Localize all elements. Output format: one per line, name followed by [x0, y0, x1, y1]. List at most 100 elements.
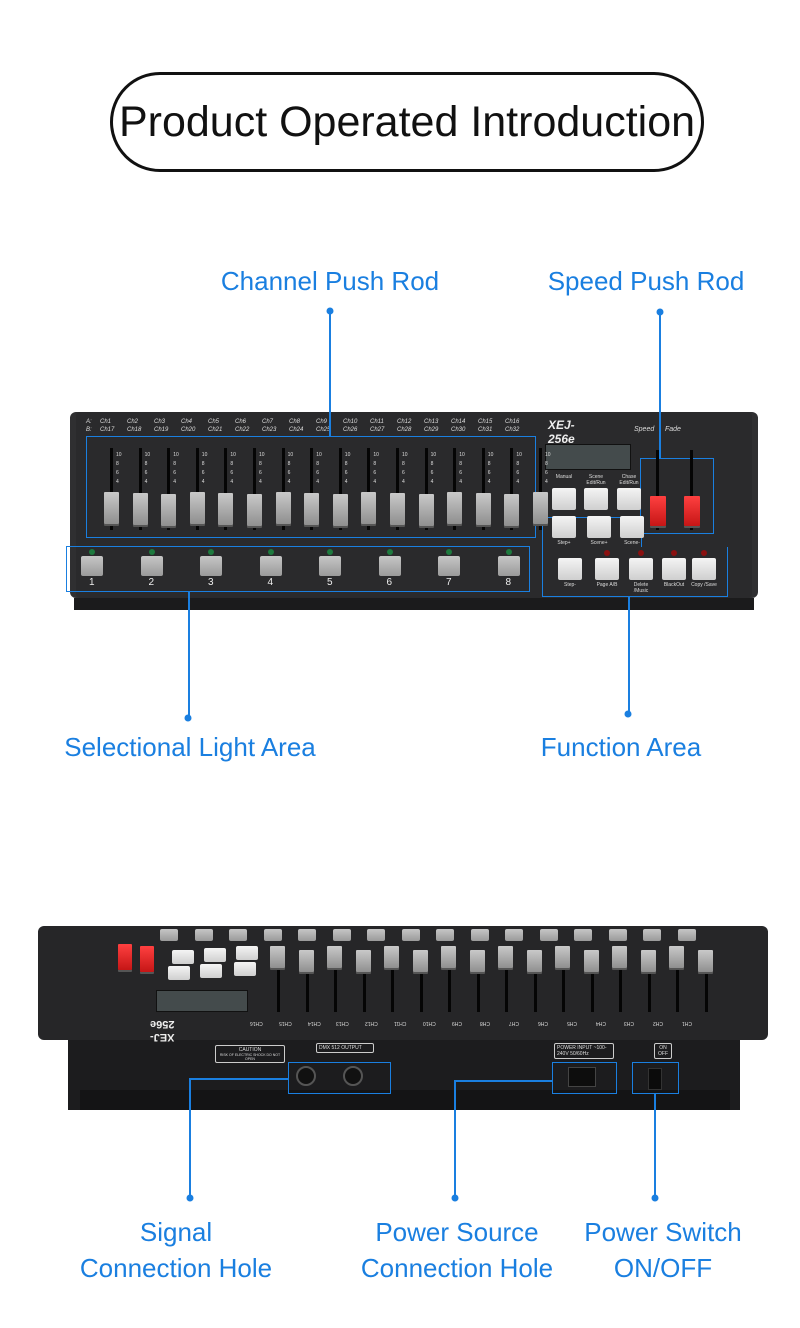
function-label-step-minus: Step- — [564, 582, 576, 588]
function-button-delete[interactable] — [629, 558, 653, 580]
fader-scale-mark: 8 — [459, 461, 462, 467]
fader-scale-mark: 6 — [259, 470, 262, 476]
function-label-scene-edit: Scene Edit/Run — [586, 474, 606, 486]
back-bank-button — [160, 929, 178, 941]
fader-slot — [281, 448, 285, 530]
function-button-step-minus[interactable] — [558, 558, 582, 580]
fader-slot — [396, 448, 399, 530]
channel-fader-knob[interactable] — [332, 494, 348, 526]
back-device-top-plate — [38, 926, 768, 1040]
channel-fader-knob[interactable] — [533, 492, 548, 524]
power-switch[interactable] — [648, 1068, 662, 1090]
channel-fader-knob[interactable] — [390, 493, 405, 525]
label-speed-push-rod: Speed Push Rod — [547, 266, 745, 296]
bank-button-6[interactable] — [378, 556, 401, 576]
fader-slot — [367, 448, 371, 530]
page-title: Product Operated Introduction — [110, 72, 704, 172]
fader-scale-mark: 10 — [259, 452, 265, 458]
fader-scale-mark: 4 — [316, 479, 319, 485]
channel-fader-knob[interactable] — [447, 492, 463, 524]
channel-fader-knob[interactable] — [218, 493, 234, 525]
back-channel-label: CH13 — [336, 1020, 350, 1026]
fade-fader-knob[interactable] — [684, 496, 700, 526]
fader-scale-mark: 10 — [116, 452, 122, 458]
on-label: ON — [659, 1045, 667, 1051]
fader-slot — [138, 448, 142, 530]
fader-slot — [195, 448, 199, 530]
back-bank-button — [470, 929, 489, 941]
bank-button-2[interactable] — [140, 556, 163, 576]
caution-subtitle: RISK OF ELECTRIC SHOCK DO NOT OPEN — [219, 1053, 281, 1061]
function-button-page[interactable] — [595, 558, 619, 580]
channel-label-a: Ch15 — [478, 419, 493, 425]
channel-fader-knob[interactable] — [132, 493, 148, 525]
fader-scale-mark: 10 — [402, 452, 408, 458]
back-bank-button — [608, 929, 627, 941]
fader-scale-mark: 8 — [116, 461, 119, 467]
back-channel-label: CH5 — [566, 1020, 577, 1026]
function-button-step-plus[interactable] — [552, 516, 576, 538]
back-channel-label: CH12 — [365, 1020, 378, 1026]
xlr-female-connector[interactable] — [343, 1066, 363, 1086]
fader-slot — [656, 450, 659, 530]
function-label-chase-edit: Chase Edit/Run — [619, 474, 639, 486]
function-area-box — [542, 547, 728, 597]
function-button-chase-edit[interactable] — [617, 488, 641, 510]
bank-button-label: 4 — [267, 577, 274, 588]
leader-line — [455, 1080, 552, 1082]
back-fader-knob — [270, 946, 285, 968]
back-bank-button — [401, 929, 420, 941]
back-fader-slot — [334, 968, 337, 1012]
leader-line — [454, 1080, 456, 1198]
channel-fader-knob[interactable] — [475, 493, 491, 525]
channel-label-b: Ch25 — [316, 427, 331, 433]
bank-led — [386, 549, 393, 555]
back-fader-knob — [640, 950, 656, 972]
channel-fader-knob[interactable] — [361, 492, 377, 524]
back-bank-button — [505, 929, 523, 941]
xlr-male-connector[interactable] — [296, 1066, 316, 1086]
channel-fader-knob[interactable] — [275, 492, 291, 524]
channel-fader-knob[interactable] — [161, 494, 177, 526]
bank-button-3[interactable] — [200, 556, 222, 576]
channel-fader-knob[interactable] — [247, 494, 262, 526]
speed-fader-knob[interactable] — [650, 496, 666, 526]
function-button-blackout[interactable] — [662, 558, 686, 580]
bank-led — [267, 549, 274, 555]
function-label-copy: Copy /Save — [691, 582, 717, 588]
back-fader-knob — [583, 950, 599, 972]
bank-led — [505, 549, 512, 555]
power-socket[interactable] — [568, 1067, 596, 1087]
channel-label-b: Ch29 — [424, 427, 439, 433]
fader-scale-mark: 8 — [516, 461, 520, 467]
channel-fader-knob[interactable] — [189, 492, 205, 524]
power-input-label: POWER INPUT ~100-240V 50/60Hz — [554, 1043, 614, 1059]
channel-fader-knob[interactable] — [304, 493, 320, 525]
fader-scale-mark: 8 — [173, 461, 176, 467]
bank-button-1[interactable] — [81, 556, 103, 576]
bank-button-7[interactable] — [438, 556, 460, 576]
function-button-copy[interactable] — [692, 558, 716, 580]
bank-button-8[interactable] — [497, 556, 520, 576]
channel-label-b: Ch27 — [370, 427, 385, 433]
channel-fader-knob[interactable] — [104, 492, 119, 524]
channel-fader-knob[interactable] — [504, 494, 520, 526]
back-function-button — [172, 950, 194, 964]
function-button-scene-minus[interactable] — [620, 516, 644, 538]
channel-fader-knob[interactable] — [418, 494, 434, 526]
back-fader-knob — [384, 946, 399, 968]
fader-scale-mark: 6 — [344, 470, 348, 476]
function-label-blackout: BlackOut — [663, 582, 685, 588]
fader-scale-mark: 8 — [230, 461, 234, 467]
back-fader-slot — [419, 968, 423, 1012]
function-button-scene-plus[interactable] — [587, 516, 611, 538]
bank-button-4[interactable] — [259, 556, 282, 576]
bank-button-5[interactable] — [319, 556, 341, 576]
function-button-scene-edit[interactable] — [584, 488, 608, 510]
bank-button-label: 3 — [208, 577, 214, 588]
fader-scale-mark: 10 — [144, 452, 151, 458]
fader-slot — [338, 448, 342, 530]
function-button-manual[interactable] — [552, 488, 576, 510]
fader-scale-mark: 4 — [201, 479, 205, 485]
